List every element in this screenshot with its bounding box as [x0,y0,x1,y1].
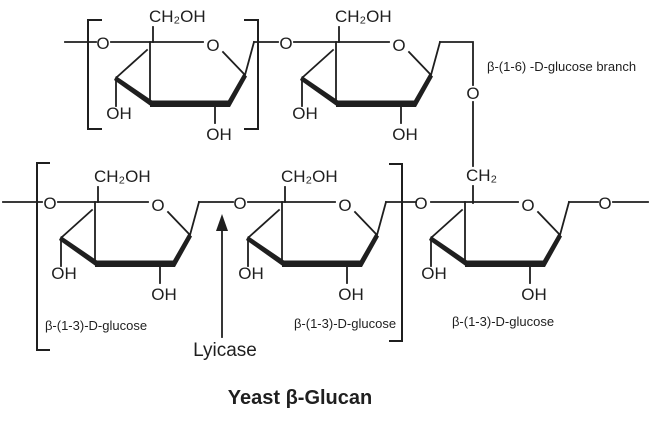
arrowhead-icon [216,214,228,231]
branch-ch2-label: CH₂ [466,166,497,185]
glycosidic-oxygen-label-6: O [598,194,611,213]
repeat-brackets [36,19,403,351]
ch2oh-label: CH₂OH [335,7,392,26]
hydroxyl-left-label: OH [421,264,447,283]
glucose-ring-bottom-2: CH₂OH O OH OH [238,167,388,304]
hydroxyl-bottom-label: OH [206,125,232,144]
glycosidic-oxygen-label-2: O [279,34,292,53]
branch-label: β-(1-6) -D-glucose branch [487,59,636,74]
hydroxyl-left-label: OH [292,104,318,123]
ring-thick-bonds [300,73,433,107]
hydroxyl-bottom-label: OH [392,125,418,144]
glycosidic-oxygen-label-5: O [414,194,427,213]
glucose-ring-top-1: CH₂OH O OH OH [106,7,256,144]
ring-oxygen-label: O [151,196,164,215]
hydroxyl-bottom-label: OH [521,285,547,304]
ring-thick-bonds [114,73,247,107]
ch2oh-label: CH₂OH [281,167,338,186]
enzyme-label: Lyicase [193,340,257,361]
branch-oxygen-label: O [466,84,479,103]
ch2oh-label: CH₂OH [149,7,206,26]
glycosidic-oxygen-label-3: O [43,194,56,213]
glycosidic-oxygen-label-4: O [233,194,246,213]
glucose-ring-top-2: CH₂OH O OH OH [292,7,442,144]
unit-label-middle: β-(1-3)-D-glucose [294,316,396,331]
figure-title: Yeast β-Glucan [228,387,372,409]
unit-label-right: β-(1-3)-D-glucose [452,314,554,329]
glycosidic-oxygen-label-1: O [96,34,109,53]
figure-labels: β-(1-6) -D-glucose branch β-(1-3)-D-gluc… [45,59,636,409]
ring-thick-bonds [59,233,192,267]
ring-bonds [430,200,571,284]
branch-bond [439,41,474,204]
ring-oxygen-label: O [392,36,405,55]
lyicase-arrow [216,214,228,338]
ring-thick-bonds [246,233,379,267]
unit-label-left: β-(1-3)-D-glucose [45,318,147,333]
glucose-ring-bottom-1: CH₂OH O OH OH [51,167,201,304]
glucose-ring-bottom-3: O OH OH [421,196,571,304]
ch2oh-label: CH₂OH [94,167,151,186]
hydroxyl-left-label: OH [106,104,132,123]
hydroxyl-bottom-label: OH [151,285,177,304]
linkage-atoms: O O O CH₂ O O O O [43,34,611,213]
bracket-bottom-left [36,162,50,351]
hydroxyl-left-label: OH [238,264,264,283]
ring-thick-bonds [429,233,562,267]
bracket-top-left [87,19,102,130]
hydroxyl-bottom-label: OH [338,285,364,304]
bracket-top-right [244,19,259,130]
ring-oxygen-label: O [521,196,534,215]
ring-oxygen-label: O [206,36,219,55]
hydroxyl-left-label: OH [51,264,77,283]
ring-oxygen-label: O [338,196,351,215]
bracket-bottom-right [389,163,403,342]
